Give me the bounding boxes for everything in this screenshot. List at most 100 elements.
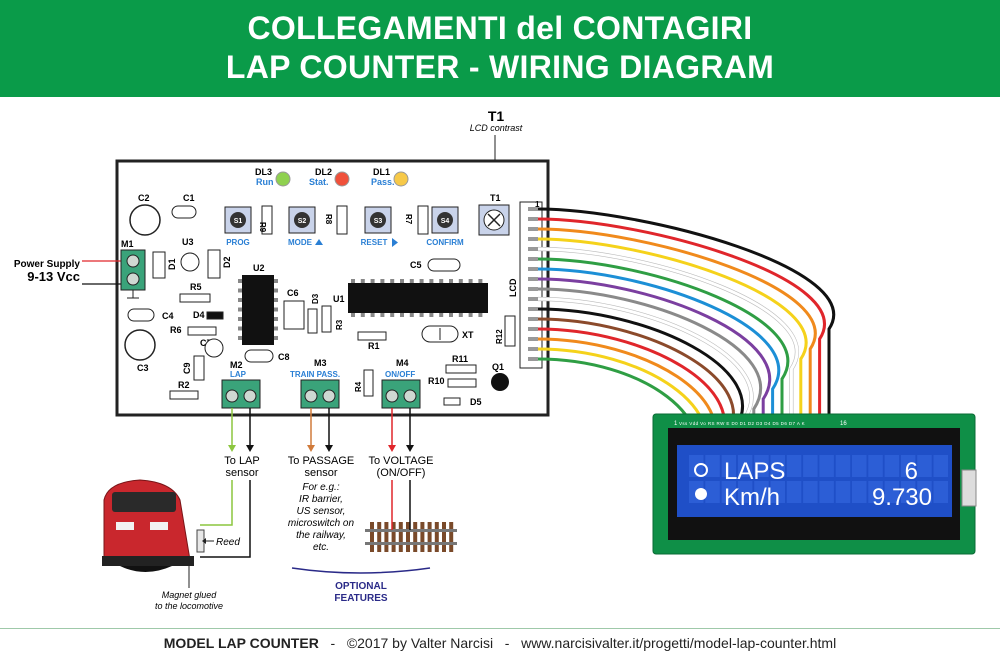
- locomotive-image: [102, 479, 194, 572]
- header-pin: [528, 257, 538, 261]
- lcd-header-pin1: 1: [535, 200, 540, 209]
- rail-sleeper: [434, 522, 439, 552]
- u1-pin: [380, 313, 385, 317]
- footer-separator-2: -: [504, 635, 510, 651]
- lcd-row1-left: LAPS: [724, 458, 785, 485]
- button-s4[interactable]: [431, 206, 459, 234]
- lcd-char-cell: [852, 481, 867, 503]
- u1-pin: [370, 279, 375, 283]
- header-pin: [528, 237, 538, 241]
- r8-label: R8: [324, 214, 333, 225]
- header-pin: [528, 267, 538, 271]
- r10-resistor: [447, 378, 477, 388]
- u1-pin: [409, 313, 414, 317]
- lcd-char-cell: [868, 481, 883, 503]
- d5-label: D5: [470, 397, 482, 407]
- dl3-label: DL3: [255, 167, 272, 177]
- dl2-label: DL2: [315, 167, 332, 177]
- lcd-cursor-filled-icon: [695, 488, 707, 500]
- header-pin: [528, 347, 538, 351]
- r5-label: R5: [190, 282, 202, 292]
- reed-arrow: [202, 538, 206, 544]
- rail-sleeper: [384, 522, 389, 552]
- button-s3-id: S3: [374, 218, 383, 225]
- lcd-char-cell: [737, 481, 753, 503]
- reed-wire-black: [200, 480, 251, 558]
- volt-line2: (ON/OFF): [377, 467, 426, 479]
- power-voltage: 9-13 Vcc: [27, 269, 80, 284]
- button-s3-cap[interactable]: [370, 212, 386, 228]
- c1-label: C1: [183, 193, 195, 203]
- m4-screw-1: [385, 389, 399, 403]
- r1-label: R1: [368, 341, 380, 351]
- button-s1-cap[interactable]: [230, 212, 246, 228]
- lap-arrow-black: [246, 445, 254, 452]
- m1-label: M1: [121, 239, 134, 249]
- u1-pin: [439, 279, 444, 283]
- u1-pin: [429, 279, 434, 283]
- rail-sleeper: [377, 522, 382, 552]
- button-s4-label: CONFIRM: [426, 238, 464, 247]
- header-pin: [528, 287, 538, 291]
- c8-capacitor: [244, 349, 274, 363]
- rail-sleeper: [398, 522, 403, 552]
- m3-function: TRAIN PASS.: [290, 370, 340, 379]
- u1-pin: [360, 313, 365, 317]
- footer-separator-1: -: [330, 635, 336, 651]
- u2-chip: [242, 275, 274, 345]
- trimmer-slot-b: [487, 213, 501, 227]
- button-s1[interactable]: [224, 206, 252, 234]
- r4-resistor: [363, 369, 374, 397]
- r1-resistor: [357, 331, 387, 341]
- lcd-char-cell: [884, 481, 900, 503]
- header-pin: [528, 227, 538, 231]
- lcd-char-cell: [868, 455, 883, 477]
- c7-label: C7: [200, 338, 212, 348]
- header-pin: [528, 357, 538, 361]
- button-s4-cap[interactable]: [437, 212, 453, 228]
- header-pin: [528, 327, 538, 331]
- footer-url[interactable]: www.narcisivalter.it/progetti/model-lap-…: [521, 635, 837, 651]
- terminal-m3: M3 TRAIN PASS.: [290, 358, 340, 409]
- header-pin: [528, 247, 538, 251]
- rail-sleeper: [442, 522, 446, 552]
- u2-pin: [238, 317, 242, 321]
- r2-resistor: [169, 390, 199, 400]
- r5-resistor: [179, 293, 211, 303]
- header-pin: [528, 317, 538, 321]
- button-s2-cap[interactable]: [294, 212, 310, 228]
- lcd-cursor-empty-icon: [694, 463, 708, 477]
- lcd-char-cell: [917, 455, 932, 477]
- lcd-wire: [537, 267, 781, 414]
- m4-screw-2: [403, 389, 417, 403]
- example-line3: US sensor,: [297, 506, 346, 517]
- lcd-wire: [537, 207, 835, 414]
- header-pin: [528, 277, 538, 281]
- d2-diode: [207, 249, 221, 279]
- lcd-char-cell: [754, 481, 769, 503]
- u1-pin: [478, 279, 483, 283]
- m2-screw-2: [243, 389, 257, 403]
- lcd-pin-1: 1: [674, 421, 678, 427]
- u2-pin: [274, 307, 278, 312]
- r7-resistor: [417, 205, 429, 235]
- rail-sleeper: [449, 522, 454, 552]
- button-s1-id: S1: [234, 218, 243, 225]
- button-row: S1 PROG R9 S2 MODE R8 S3 RESET R7 S4 CON…: [224, 205, 464, 247]
- u1-pin: [360, 279, 365, 283]
- m3-screw-1: [304, 389, 318, 403]
- lcd-header: [519, 201, 543, 369]
- lcd-wire: [537, 297, 753, 424]
- rail: [365, 529, 457, 532]
- footer: MODEL LAP COUNTER - ©2017 by Valter Narc…: [0, 628, 1000, 661]
- lcd-char-cell: [786, 481, 802, 503]
- u2-label: U2: [253, 263, 265, 273]
- terminal-m4: M4 ON/OFF: [381, 358, 421, 409]
- lcd-char-cell: [786, 455, 802, 477]
- lcd-wire: [537, 257, 790, 414]
- c4-label: C4: [162, 311, 174, 321]
- u1-chip: [348, 283, 488, 313]
- u1-pin: [380, 279, 385, 283]
- lcd-char-cell: [835, 455, 851, 477]
- d1-diode: [152, 251, 166, 279]
